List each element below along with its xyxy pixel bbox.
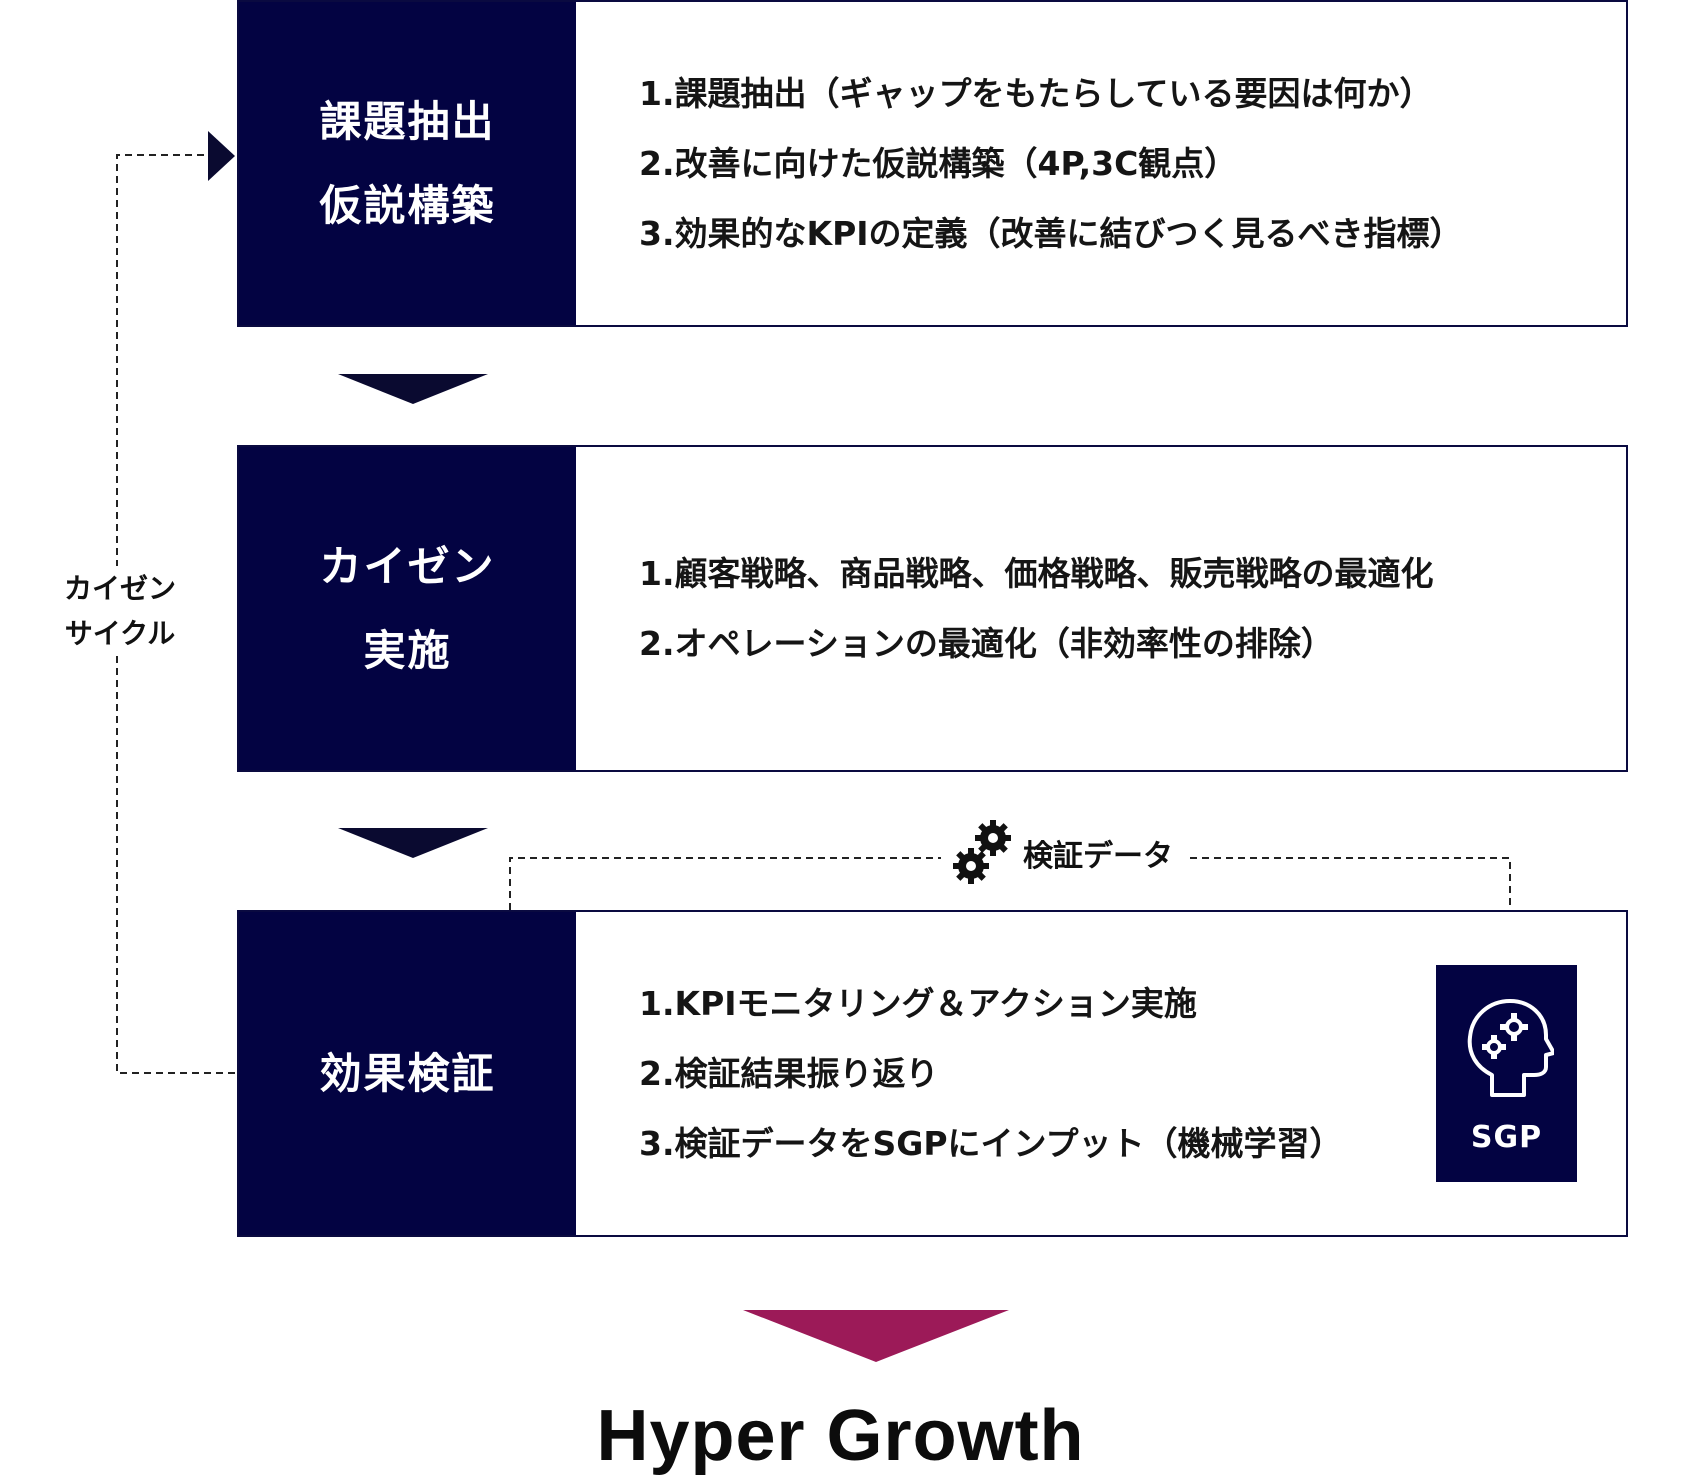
step-item: 1.KPIモニタリング＆アクション実施 bbox=[639, 983, 1197, 1023]
step-item: 1.課題抽出（ギャップをもたらしている要因は何か） bbox=[639, 73, 1433, 113]
step-item: 2.検証結果振り返り bbox=[639, 1053, 939, 1093]
step-card-verification: 効果検証 1.KPIモニタリング＆アクション実施 2.検証結果振り返り 3.検証… bbox=[237, 910, 1628, 1237]
cycle-loop-arrowhead bbox=[208, 131, 235, 181]
step-items: 1.KPIモニタリング＆アクション実施 2.検証結果振り返り 3.検証データをS… bbox=[639, 912, 1343, 1235]
result-title: Hyper Growth bbox=[596, 1396, 1085, 1476]
head-gears-icon bbox=[1467, 999, 1554, 1097]
step-label-verification: 効果検証 bbox=[239, 912, 576, 1235]
sgp-label: SGP bbox=[1470, 1120, 1543, 1155]
cycle-label: カイゼン サイクル bbox=[40, 566, 200, 656]
down-arrow-2 bbox=[338, 828, 488, 858]
step-label-line: 効果検証 bbox=[319, 1048, 496, 1098]
step-label-line: カイゼン bbox=[319, 541, 496, 591]
verify-data-text: 検証データ bbox=[1023, 839, 1173, 874]
verify-data-label: 検証データ bbox=[941, 818, 1185, 888]
step-item: 2.改善に向けた仮説構築（4P,3C観点） bbox=[639, 143, 1238, 183]
step-item: 1.顧客戦略、商品戦略、価格戦略、販売戦略の最適化 bbox=[639, 553, 1434, 593]
gears-icon bbox=[953, 820, 1011, 884]
step-item: 2.オペレーションの最適化（非効率性の排除） bbox=[639, 623, 1334, 663]
result-arrow bbox=[743, 1310, 1009, 1362]
step-item: 3.効果的なKPIの定義（改善に結びつく見るべき指標） bbox=[639, 213, 1463, 253]
cycle-label-line: カイゼン bbox=[63, 572, 176, 605]
down-arrow-1 bbox=[338, 374, 488, 404]
step-item: 3.検証データをSGPにインプット（機械学習） bbox=[639, 1123, 1343, 1163]
step-label-kaizen: カイゼン 実施 bbox=[239, 447, 576, 770]
step-label-line: 課題抽出 bbox=[319, 96, 496, 146]
step-items: 1.課題抽出（ギャップをもたらしている要因は何か） 2.改善に向けた仮説構築（4… bbox=[639, 2, 1463, 325]
step-card-kaizen: カイゼン 実施 1.顧客戦略、商品戦略、価格戦略、販売戦略の最適化 2.オペレー… bbox=[237, 445, 1628, 772]
step-label-line: 実施 bbox=[363, 625, 452, 675]
sgp-box: SGP bbox=[1436, 965, 1577, 1182]
cycle-label-line: サイクル bbox=[64, 617, 176, 650]
step-label-issue-extraction: 課題抽出 仮説構築 bbox=[239, 2, 576, 325]
step-label-line: 仮説構築 bbox=[319, 180, 496, 230]
step-items: 1.顧客戦略、商品戦略、価格戦略、販売戦略の最適化 2.オペレーションの最適化（… bbox=[639, 447, 1434, 770]
step-card-issue-extraction: 課題抽出 仮説構築 1.課題抽出（ギャップをもたらしている要因は何か） 2.改善… bbox=[237, 0, 1628, 327]
